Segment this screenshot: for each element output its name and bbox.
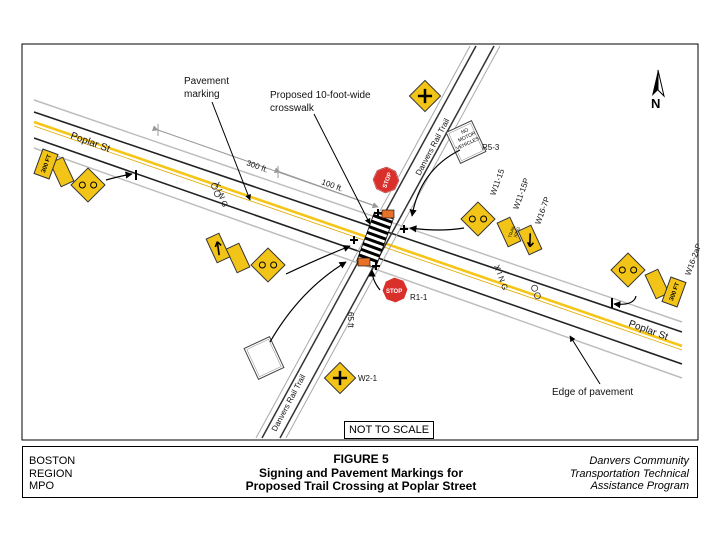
agency-line-1: BOSTON (29, 455, 76, 467)
callout-edge-of-pavement: Edge of pavement (552, 387, 633, 398)
figure-title-line-2: Proposed Trail Crossing at Poplar Street (245, 479, 477, 493)
stop-sign-north (372, 166, 400, 194)
callout-pavement-marking-line2: marking (184, 89, 220, 100)
trail-xing-plaque-center (225, 242, 251, 274)
code-w16-7p: W16-7P (533, 195, 551, 225)
title-block-center: FIGURE 5 Signing and Pavement Markings f… (193, 452, 529, 494)
trail-xing-plaque-west (49, 156, 75, 188)
diagonal-arrow-plaque-east (517, 224, 543, 256)
title-block-right: Danvers Community Transportation Technic… (570, 455, 689, 493)
code-w11-15p: W11-15P (511, 177, 531, 211)
trail-xing-text-1: TRAIL (507, 224, 516, 238)
distance-plaque-east (661, 276, 687, 308)
bike-marking-west (211, 182, 221, 198)
code-w11-15: W11-15 (488, 167, 506, 196)
callout-crosswalk-line2: crosswalk (270, 103, 315, 114)
agency-line-3: MPO (29, 480, 55, 492)
edge-of-pavement-north (33, 111, 683, 333)
code-w16-2ap: W16-2aP (683, 242, 703, 276)
post-marks (135, 170, 613, 308)
outer-border (21, 43, 699, 441)
code-r1-1: R1-1 (410, 293, 428, 302)
xing-marking-east: X I N G (492, 264, 509, 292)
stop-text-north: STOP (382, 172, 393, 189)
bike-ped-sign-west (70, 167, 106, 203)
program-line-2: Transportation Technical (569, 467, 689, 480)
sign-leaders (105, 149, 637, 343)
agency-line-2: REGION (29, 467, 73, 480)
title-block: BOSTON REGION MPO FIGURE 5 Signing and P… (22, 446, 698, 498)
street-label-west: Poplar St (69, 130, 112, 154)
stop-sign-south (381, 276, 409, 304)
no-motor-vehicles-sign-south (243, 336, 285, 380)
callout-pavement-marking-line1: Pavement (184, 76, 229, 87)
bike-ped-sign-center-west (250, 247, 286, 283)
crossing-x-sign-south (323, 361, 357, 395)
callout-crosswalk-line1: Proposed 10-foot-wide (270, 90, 371, 101)
title-block-left: BOSTON REGION MPO (29, 455, 75, 493)
program-line-3: Assistance Program (590, 480, 689, 492)
r5-3-line1: NO (460, 127, 469, 136)
trail-xing-plaque-east (496, 216, 522, 248)
not-to-scale-box: NOT TO SCALE (344, 421, 434, 439)
dimension-100ft (273, 166, 379, 209)
north-arrow-icon (652, 69, 665, 98)
warning-pad-south (357, 257, 371, 267)
warning-pad-north (381, 209, 395, 219)
stop-bar-marks (350, 209, 408, 270)
crossing-x-sign-north (408, 79, 442, 113)
bike-ped-sign-far-east (610, 252, 646, 288)
program-line-1: Danvers Community (589, 455, 689, 467)
north-arrow-label: N (651, 96, 660, 111)
code-w2-1: W2-1 (358, 374, 378, 383)
figure-number: FIGURE 5 (333, 452, 389, 466)
distance-plaque-west (33, 148, 59, 180)
bike-marking-east (531, 284, 541, 300)
trail-xing-text-2: XING (513, 226, 522, 239)
diagonal-arrow-plaque-west (205, 232, 231, 264)
stop-text-south: STOP (386, 289, 402, 295)
dimension-300-label: 300 ft. (245, 158, 269, 174)
centerline (33, 120, 683, 348)
figure-title-line-1: Signing and Pavement Markings for (258, 465, 464, 480)
trail-speed-marking: 65 ft (346, 312, 355, 328)
trail-xing-plaque-far-east (644, 268, 670, 300)
code-r5-3: R5-3 (482, 143, 500, 152)
bike-ped-sign-east (460, 201, 496, 237)
street-label-east: Poplar St (627, 318, 670, 342)
